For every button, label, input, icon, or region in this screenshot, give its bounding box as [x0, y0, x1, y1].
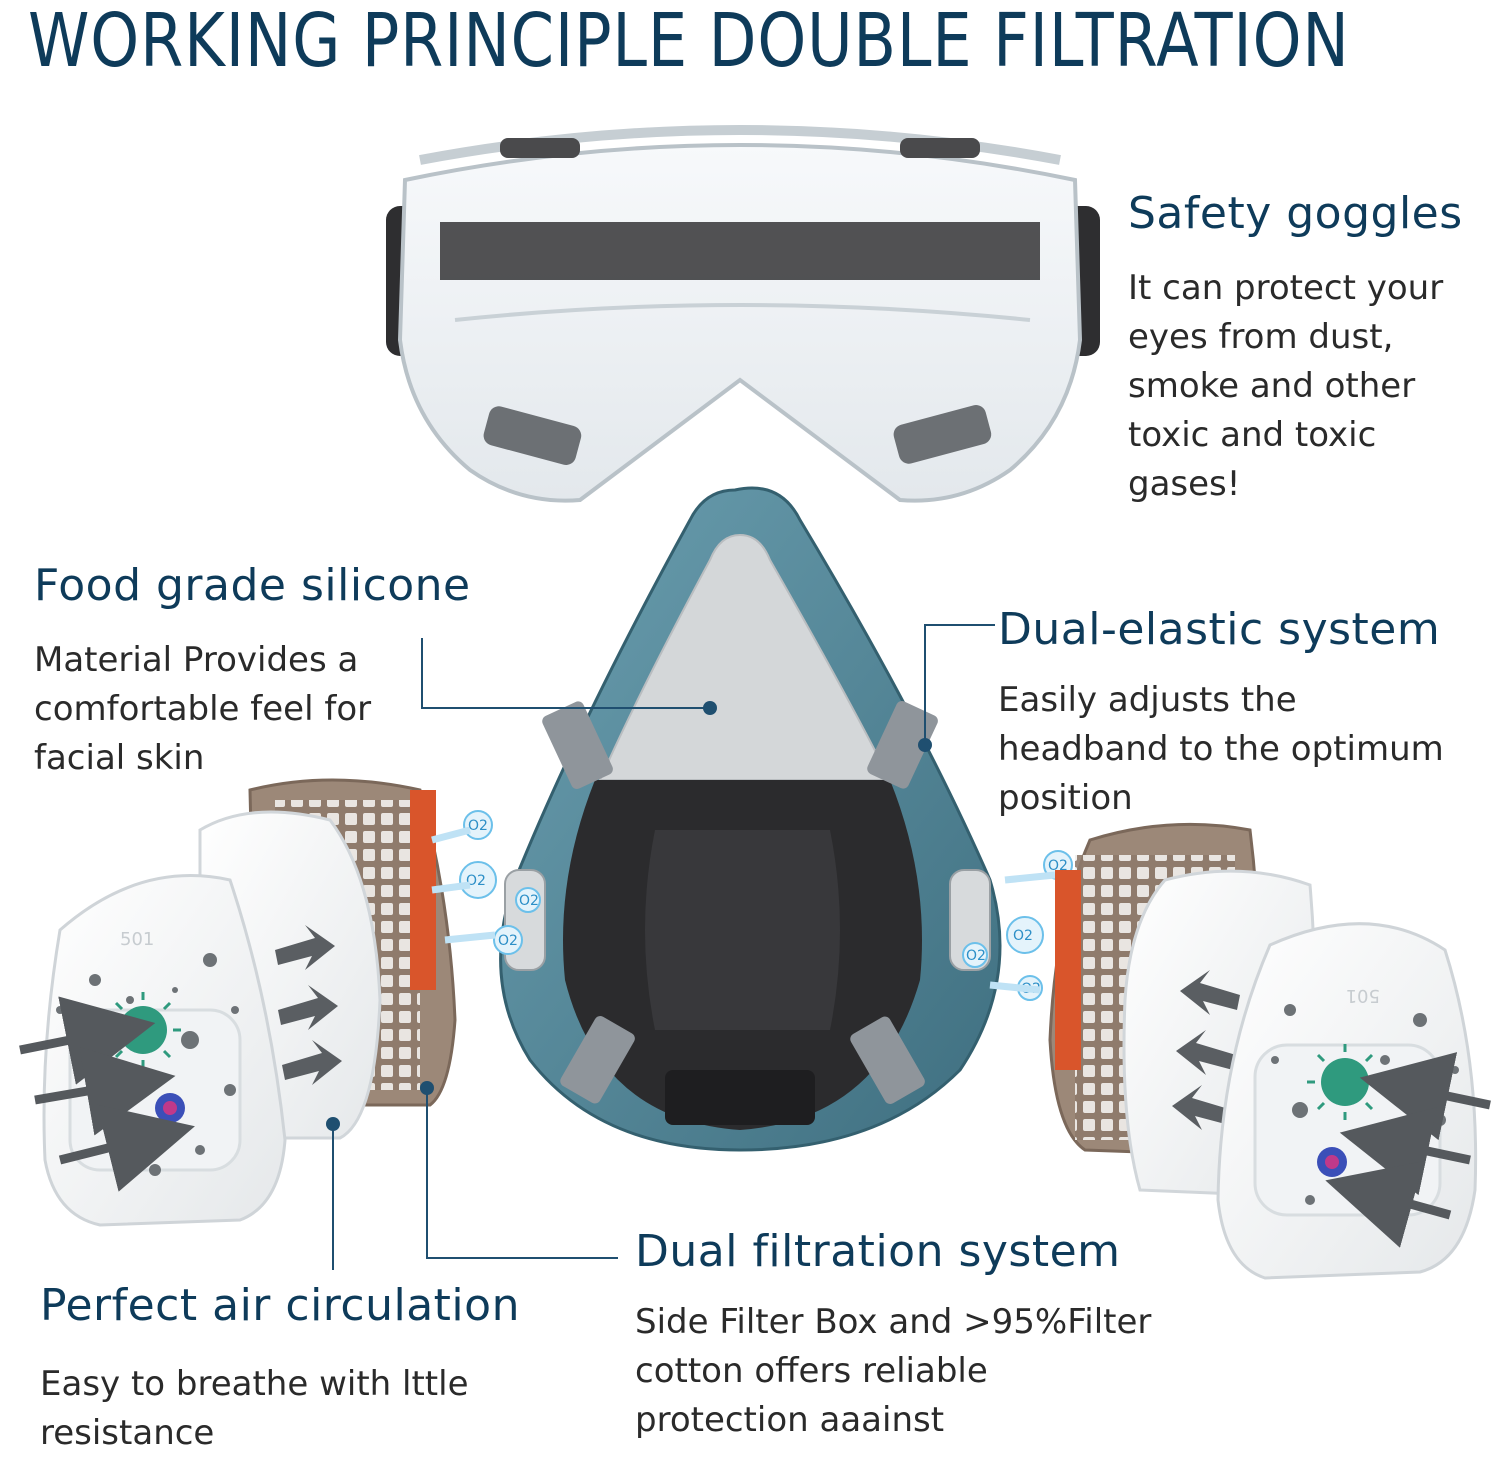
description-line: cotton offers reliable — [635, 1351, 988, 1392]
svg-text:O2: O2 — [966, 948, 986, 964]
description-line: eyes from dust, — [1128, 317, 1394, 358]
feature-dual-filtration-system: Dual filtration system Side Filter Box a… — [635, 1226, 1151, 1445]
svg-text:O2: O2 — [519, 893, 539, 909]
right-filter-stack: 501 — [1048, 822, 1491, 1280]
feature-heading: Dual-elastic system — [998, 604, 1441, 655]
half-mask-illustration — [499, 486, 1002, 1152]
feature-description: Side Filter Box and >95%Filter cotton of… — [635, 1298, 1151, 1445]
svg-text:O2: O2 — [468, 818, 488, 834]
filter-cover-mark-right: 501 — [1346, 985, 1380, 1006]
feature-safety-goggles: Safety goggles It can protect your eyes … — [1128, 188, 1463, 509]
description-line: headband to the optimum — [998, 729, 1444, 770]
description-line: Easy to breathe with lttle — [40, 1364, 469, 1405]
oxygen-bubble-icon: O2 — [463, 810, 493, 840]
description-line: protection aaainst — [635, 1400, 945, 1441]
virus-icon — [1317, 1147, 1347, 1177]
description-line: Side Filter Box and >95%Filter — [635, 1302, 1152, 1343]
svg-text:O2: O2 — [498, 933, 518, 949]
feature-description: Easily adjusts the headband to the optim… — [998, 676, 1444, 823]
virus-icon — [155, 1093, 185, 1123]
description-line: position — [998, 778, 1133, 819]
airflow-arrow-icon — [19, 996, 195, 1192]
oxygen-bubble-icon: O2 — [459, 861, 497, 899]
callout-dots — [326, 701, 932, 1131]
feature-heading: Safety goggles — [1128, 188, 1463, 239]
description-line: Material Provides a — [34, 640, 359, 681]
description-line: It can protect your — [1128, 268, 1444, 309]
feature-dual-elastic-system: Dual-elastic system Easily adjusts the h… — [998, 604, 1444, 823]
oxygen-bubble-icon: O2 — [962, 942, 988, 968]
feature-heading: Food grade silicone — [34, 560, 471, 611]
feature-food-grade-silicone: Food grade silicone Material Provides a … — [34, 560, 471, 783]
oxygen-bubble-icon: O2 — [515, 887, 541, 913]
oxygen-bubble-icon: O2 — [1006, 916, 1044, 954]
oxygen-bubble-icon: O2 — [493, 925, 523, 955]
description-line: toxic and toxic — [1128, 415, 1377, 456]
description-line: resistance — [40, 1413, 215, 1454]
goggles-illustration — [386, 125, 1100, 503]
svg-text:O2: O2 — [466, 873, 486, 889]
left-filter-stack: 501 — [19, 778, 457, 1227]
description-line: gases! — [1128, 464, 1241, 505]
feature-perfect-air-circulation: Perfect air circulation Easy to breathe … — [40, 1280, 520, 1458]
description-line: smoke and other — [1128, 366, 1416, 407]
feature-heading: Dual filtration system — [635, 1226, 1121, 1277]
feature-description: Easy to breathe with lttle resistance — [40, 1360, 520, 1458]
callout-lines — [332, 624, 995, 1270]
description-line: facial skin — [34, 738, 205, 779]
feature-heading: Perfect air circulation — [40, 1280, 520, 1331]
description-line: Easily adjusts the — [998, 680, 1297, 721]
svg-text:O2: O2 — [1013, 928, 1033, 944]
description-line: comfortable feel for — [34, 689, 372, 730]
feature-description: It can protect your eyes from dust, smok… — [1128, 264, 1463, 509]
filter-cover-mark-left: 501 — [120, 929, 154, 950]
airflow-arrow-icon — [1325, 1052, 1491, 1248]
page-title: WORKING PRINCIPLE DOUBLE FILTRATION — [28, 0, 1350, 84]
airflow-arrow-icon — [431, 826, 1056, 994]
feature-description: Material Provides a comfortable feel for… — [34, 636, 471, 783]
